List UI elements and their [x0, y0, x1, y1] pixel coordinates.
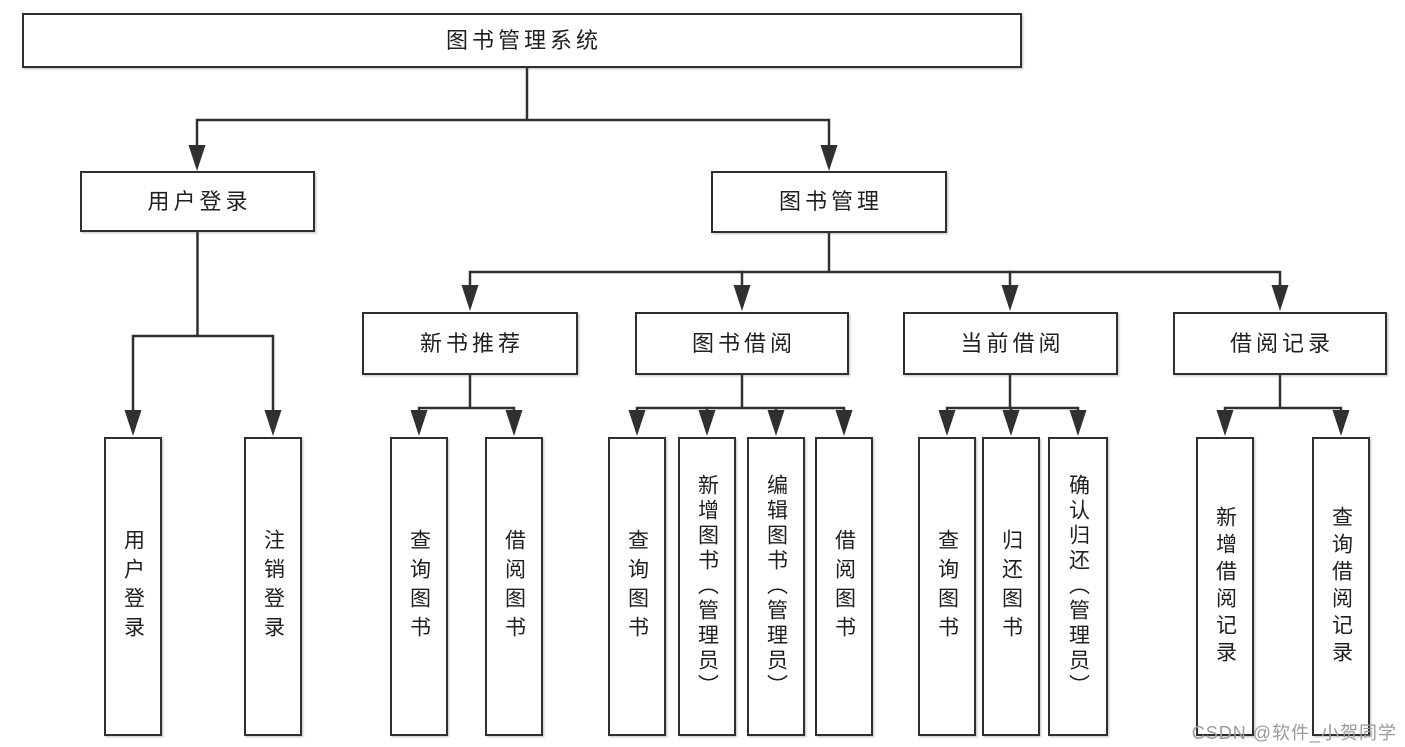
node-label: 新增图书（管理员） — [695, 474, 719, 699]
node-label: 注销登录 — [261, 528, 285, 645]
node-label: 查询借阅记录 — [1329, 505, 1353, 668]
node-book-management: 图书管理 — [711, 171, 947, 233]
node-label: 新增借阅记录 — [1213, 505, 1237, 668]
node-user-login: 用户登录 — [80, 171, 315, 232]
node-label: 图书管理系统 — [445, 27, 602, 53]
node-label: 用户登录 — [121, 528, 145, 645]
node-leaf-edit-book-admin: 编辑图书（管理员） — [747, 437, 805, 736]
node-book-borrow: 图书借阅 — [635, 312, 849, 375]
node-leaf-confirm-return-admin: 确认归还（管理员） — [1048, 437, 1108, 736]
node-label: 查询图书 — [625, 528, 649, 645]
node-label: 新书推荐 — [419, 330, 524, 356]
node-label: 借阅记录 — [1229, 330, 1334, 356]
watermark: CSDN @软件_小贺同学 — [1191, 723, 1397, 743]
node-label: 借阅图书 — [502, 528, 526, 645]
node-label: 图书借阅 — [691, 330, 796, 356]
node-leaf-query-books-borrow: 查询图书 — [608, 437, 666, 736]
node-label: 当前借阅 — [960, 330, 1065, 356]
node-leaf-add-borrow-record: 新增借阅记录 — [1196, 437, 1254, 736]
node-leaf-query-borrow-record: 查询借阅记录 — [1312, 437, 1370, 736]
node-leaf-borrow-books: 借阅图书 — [815, 437, 873, 736]
node-leaf-add-book-admin: 新增图书（管理员） — [678, 437, 736, 736]
node-label: 查询图书 — [407, 528, 431, 645]
node-current-borrow: 当前借阅 — [903, 312, 1118, 375]
node-leaf-logout: 注销登录 — [244, 437, 302, 736]
node-leaf-query-books-recommend: 查询图书 — [390, 437, 448, 736]
node-borrow-records: 借阅记录 — [1173, 312, 1387, 375]
node-leaf-borrow-books-recommend: 借阅图书 — [485, 437, 543, 736]
node-label: 图书管理 — [778, 189, 883, 214]
node-new-book-recommend: 新书推荐 — [362, 312, 578, 375]
node-leaf-return-book: 归还图书 — [982, 437, 1040, 736]
node-label: 确认归还（管理员） — [1066, 474, 1090, 699]
node-label: 用户登录 — [147, 188, 252, 214]
node-library-management-system: 图书管理系统 — [22, 13, 1022, 68]
node-label: 归还图书 — [999, 528, 1023, 645]
node-leaf-query-books-current: 查询图书 — [918, 437, 976, 736]
node-leaf-user-login: 用户登录 — [104, 437, 162, 736]
node-label: 编辑图书（管理员） — [764, 474, 788, 699]
node-label: 借阅图书 — [832, 528, 856, 645]
node-label: 查询图书 — [935, 528, 959, 645]
